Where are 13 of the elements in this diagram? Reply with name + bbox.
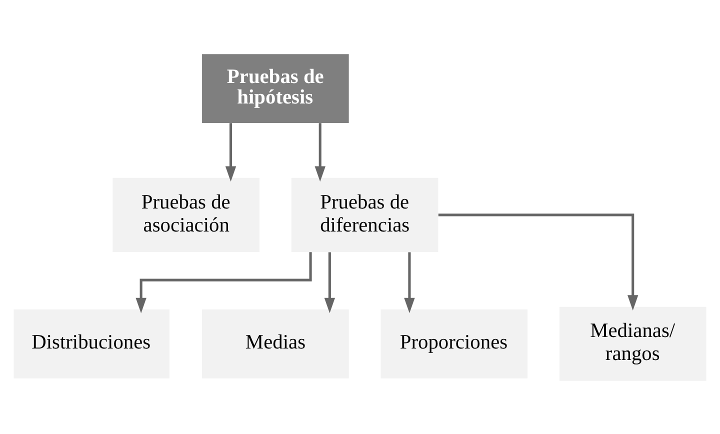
node-box: Pruebas de hipótesis (202, 54, 349, 123)
node-box: Medianas/ rangos (559, 306, 706, 380)
arrow (404, 252, 415, 313)
arrow (225, 122, 236, 182)
arrow (438, 213, 638, 310)
arrow (314, 122, 326, 182)
node-box: Medias (202, 308, 349, 378)
node-box: Distribuciones (14, 308, 170, 378)
node-box: Pruebas de diferencias (291, 177, 438, 252)
arrow (136, 252, 312, 313)
arrow (324, 252, 336, 313)
node-box: Pruebas de asociación (112, 177, 260, 252)
node-box: Proporciones (380, 308, 528, 378)
